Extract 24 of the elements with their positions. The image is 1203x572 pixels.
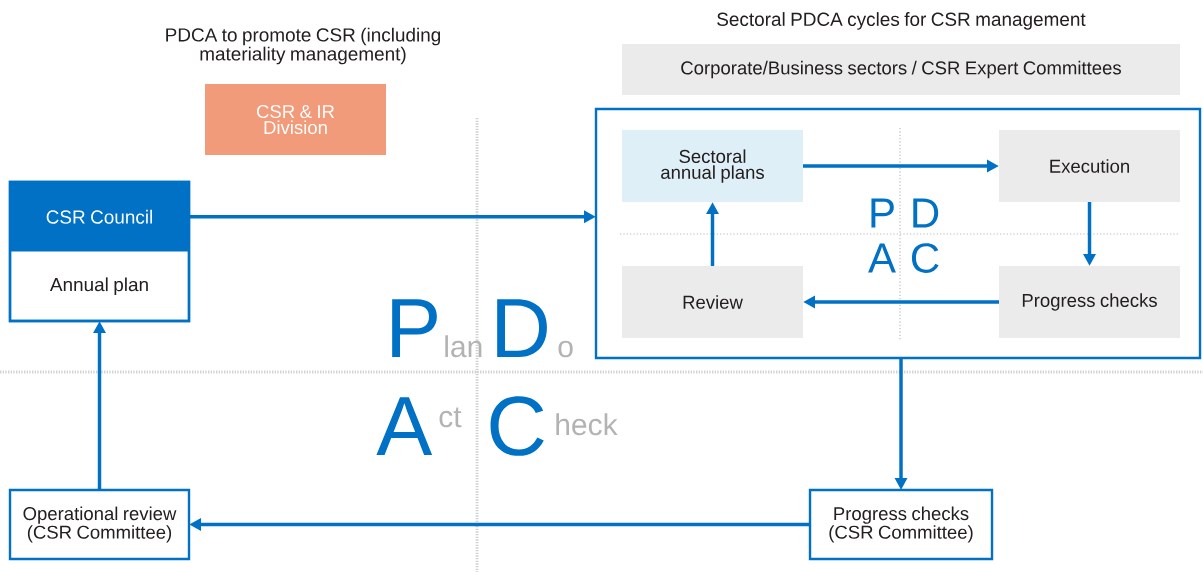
pdca-word-part: lan — [445, 335, 482, 358]
heading: Sectoral PDCA cycles for CSR management — [717, 12, 1086, 30]
pdca-word-part: ct — [439, 407, 462, 428]
cycle-letter: A — [868, 243, 896, 273]
pdca-letter: P — [392, 299, 437, 357]
cycle-letter: D — [913, 198, 939, 228]
pdca-letter: A — [376, 397, 433, 455]
pdca-word-part: heck — [556, 413, 618, 436]
division-box: CSR & IR Division — [205, 84, 386, 155]
heading: PDCA to promote CSR (including materiality management) — [166, 27, 441, 65]
council-box: CSR Council Annual plan — [8, 180, 191, 323]
pdca-letter: C — [490, 396, 544, 456]
cycle-letter: P — [871, 198, 894, 228]
process-box: Progress checks — [999, 266, 1180, 338]
pdca-letter: D — [497, 299, 547, 357]
cycle-letter: C — [912, 243, 939, 273]
cycle-frame — [594, 107, 1202, 360]
sector-band: Corporate/Business sectors / CSR Expert Committees — [622, 44, 1180, 95]
process-box: Execution — [999, 130, 1180, 202]
process-box: Sectoral annual plans — [622, 130, 803, 202]
process-box: Operational review (CSR Committee) — [8, 488, 191, 561]
process-box: Review — [622, 266, 803, 338]
pdca-word-part: o — [558, 340, 573, 358]
process-box: Progress checks (CSR Committee) — [808, 488, 994, 561]
